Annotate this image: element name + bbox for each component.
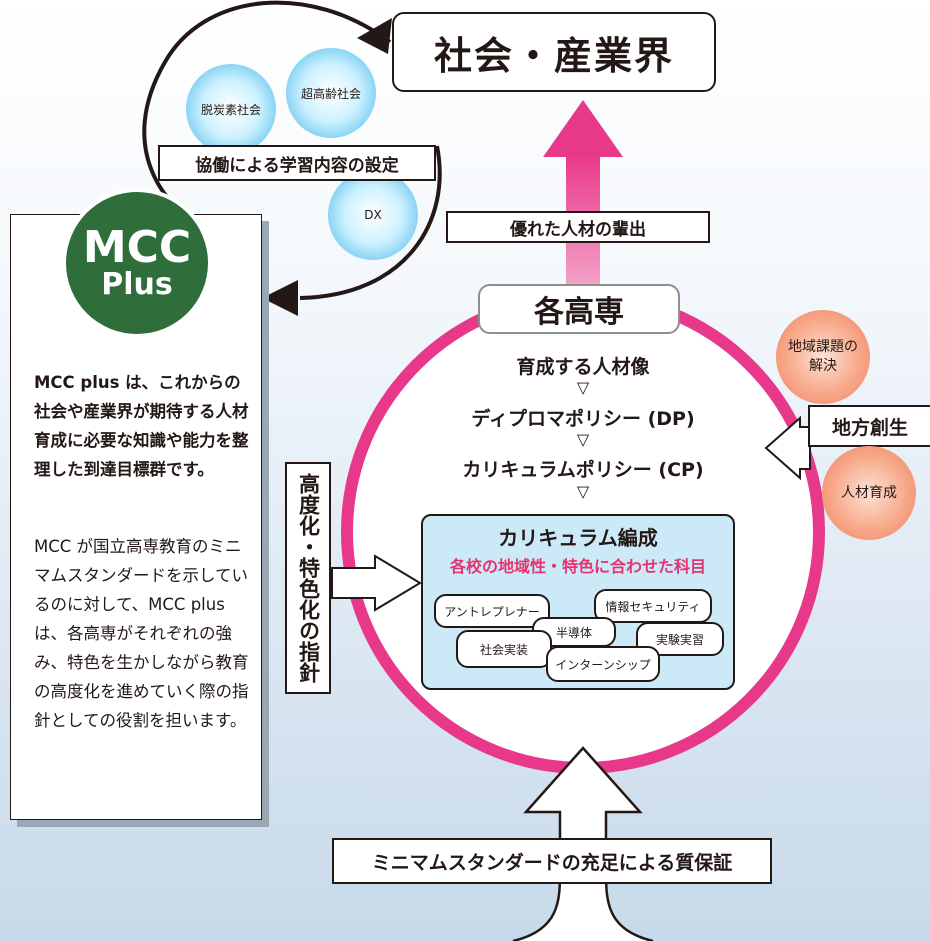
subject-social-implementation: 社会実装 bbox=[456, 630, 552, 668]
collaboration-box: 協働による学習内容の設定 bbox=[158, 145, 436, 181]
flow-arrow-3: ▽ bbox=[576, 482, 590, 501]
curriculum-title: カリキュラム編成 bbox=[498, 526, 658, 550]
subject-information-security: 情報セキュリティ bbox=[594, 589, 712, 623]
theme-circle-decarbonization: 脱炭素社会 bbox=[186, 64, 276, 154]
subject-entrepreneur: アントレプレナー bbox=[434, 594, 550, 628]
theme-circle-dx: DX bbox=[328, 170, 418, 260]
society-industry-box: 社会・産業界 bbox=[392, 12, 716, 92]
pink-arrow-head bbox=[543, 100, 623, 157]
loop-arrowhead-bottom bbox=[262, 280, 298, 316]
flow-curriculum-policy: カリキュラムポリシー (CP) bbox=[462, 459, 704, 481]
quality-assurance-box: ミニマムスタンダードの充足による質保証 bbox=[332, 838, 772, 884]
panel-description: MCC が国立高専教育のミニマムスタンダードを示しているのに対して、MCC pl… bbox=[34, 537, 249, 730]
flow-arrow-1: ▽ bbox=[576, 378, 590, 397]
logo-mcc-text: MCC bbox=[82, 222, 192, 273]
vertical-guideline-box: 高度化・特色化の指針 bbox=[285, 462, 331, 694]
subject-internship: インターンシップ bbox=[546, 646, 660, 682]
flow-talent-image: 育成する人材像 bbox=[516, 356, 650, 378]
flow-arrow-2: ▽ bbox=[576, 430, 590, 449]
regional-revitalization-box: 地方創生 bbox=[808, 405, 930, 447]
flow-diploma-policy: ディプロマポリシー (DP) bbox=[471, 408, 695, 430]
theme-circle-aging-society: 超高齢社会 bbox=[286, 48, 376, 138]
regional-circle-talent: 人材育成 bbox=[822, 446, 916, 540]
college-label-box: 各高専 bbox=[478, 284, 680, 334]
loop-arrowhead-top bbox=[357, 18, 392, 54]
logo-plus-text: Plus bbox=[101, 267, 173, 302]
curriculum-subtitle: 各校の地域性・特色に合わせた科目 bbox=[449, 557, 706, 576]
regional-arrow bbox=[764, 415, 811, 481]
panel-description-bold: MCC plus は、これからの社会や産業界が期待する人材育成に必要な知識や能力… bbox=[34, 373, 249, 479]
talent-output-box: 優れた人材の輩出 bbox=[446, 211, 710, 243]
subject-experiments: 実験実習 bbox=[636, 622, 724, 656]
guideline-arrow bbox=[331, 554, 422, 612]
regional-circle-issues: 地域課題の 解決 bbox=[776, 310, 870, 404]
mcc-plus-logo: MCC Plus bbox=[66, 192, 208, 334]
